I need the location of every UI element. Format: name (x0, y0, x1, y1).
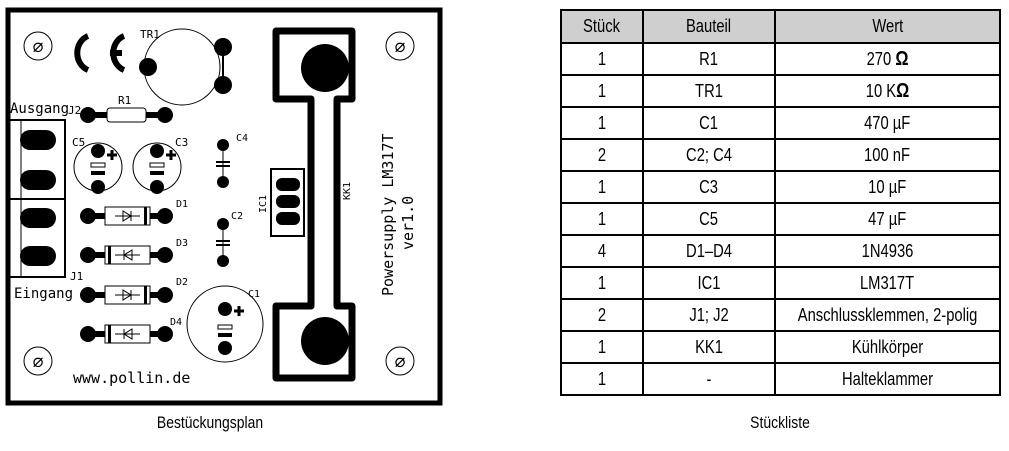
label-d4: D4 (170, 317, 182, 328)
label-c3: C3 (175, 136, 188, 149)
ohm-symbol: Ω (896, 79, 910, 102)
cell-part: IC1 (642, 266, 776, 300)
cell-part: C3 (642, 170, 776, 204)
cell-qty: 1 (560, 42, 644, 76)
cell-part: J1; J2 (642, 298, 776, 332)
cell-value: 10 µF (774, 170, 1001, 204)
mounting-hole-icon: ∅ (385, 346, 415, 376)
bom-caption: Stückliste (750, 413, 810, 432)
cell-qty: 1 (560, 330, 644, 364)
cell-qty: 2 (560, 298, 644, 332)
capacitor-icon: C2 (216, 211, 243, 267)
cell-part: - (642, 362, 776, 396)
cell-value: 100 nF (774, 138, 1001, 172)
label-j2: J2 (68, 104, 81, 117)
svg-text:∅: ∅ (395, 352, 406, 373)
cell-part: TR1 (642, 74, 776, 108)
label-d2: D2 (176, 277, 188, 288)
potentiometer-icon: TR1 (139, 28, 232, 106)
cell-qty: 2 (560, 138, 644, 172)
cell-value: Kühlkörper (774, 330, 1001, 364)
diode-icon: D2 (80, 277, 188, 305)
label-c2: C2 (231, 211, 243, 222)
cell-value: 10 KΩ (774, 74, 1001, 108)
svg-text:∅: ∅ (395, 37, 406, 58)
cell-value: 1N4936 (774, 234, 1001, 268)
cell-part: C1 (642, 106, 776, 140)
svg-text:∅: ∅ (33, 352, 44, 373)
cell-value: LM317T (774, 266, 1001, 300)
resistor-icon: R1 (80, 94, 173, 123)
board-version: ver1.0 (399, 196, 417, 250)
label-tr1: TR1 (140, 28, 160, 41)
header-part: Bauteil (642, 9, 776, 44)
diode-icon: D1 (80, 199, 188, 226)
cell-part: KK1 (642, 330, 776, 364)
header-qty: Stück (560, 9, 644, 44)
label-ausgang: Ausgang (10, 101, 69, 117)
terminal-block-icon (7, 198, 66, 278)
label-c1: C1 (248, 289, 260, 300)
cell-part: D1–D4 (642, 234, 776, 268)
terminal-block-icon (7, 119, 66, 200)
cell-qty: 1 (560, 362, 644, 396)
board-url: www.pollin.de (73, 369, 190, 387)
pcb-caption: Bestückungsplan (156, 413, 264, 432)
capacitor-icon: C5 (72, 136, 123, 194)
label-r1: R1 (118, 94, 131, 107)
capacitor-icon: C1 (186, 285, 264, 363)
cell-part: C5 (642, 202, 776, 236)
diode-icon: D4 (80, 317, 182, 344)
cell-value: Halteklammer (774, 362, 1001, 396)
cell-value: Anschlussklemmen, 2-polig (774, 298, 1001, 332)
label-j1: J1 (70, 270, 83, 283)
cell-part: R1 (642, 42, 776, 76)
cell-part: C2; C4 (642, 138, 776, 172)
heatsink-icon: KK1 (272, 27, 356, 382)
cell-qty: 4 (560, 234, 644, 268)
ohm-symbol: Ω (895, 47, 909, 70)
cell-qty: 1 (560, 106, 644, 140)
mounting-hole-icon: ∅ (23, 346, 53, 376)
svg-text:∅: ∅ (33, 37, 44, 58)
cell-qty: 1 (560, 202, 644, 236)
cell-value: 470 µF (774, 106, 1001, 140)
ce-mark-icon (74, 33, 126, 73)
diode-icon: D3 (80, 238, 188, 265)
label-kk1: KK1 (342, 182, 353, 200)
cell-qty: 1 (560, 170, 644, 204)
label-c4: C4 (236, 133, 248, 144)
cell-qty: 1 (560, 74, 644, 108)
cell-value: 47 µF (774, 202, 1001, 236)
mounting-hole-icon: ∅ (385, 31, 415, 61)
header-value: Wert (774, 9, 1001, 44)
label-c5: C5 (72, 136, 85, 149)
capacitor-icon: C3 (132, 136, 188, 194)
board-title: Powersupply LM317T (379, 133, 397, 296)
label-eingang: Eingang (14, 286, 73, 302)
table-header-row: Stück Bauteil Wert (560, 9, 1001, 44)
capacitor-icon: C4 (216, 133, 248, 188)
label-d3: D3 (176, 238, 188, 249)
label-ic1: IC1 (258, 195, 269, 213)
cell-value: 270 Ω (774, 42, 1001, 76)
mounting-hole-icon: ∅ (23, 31, 53, 61)
cell-qty: 1 (560, 266, 644, 300)
table-row: 1-Halteklammer (560, 362, 1001, 396)
ic-icon: IC1 (258, 168, 305, 237)
label-d1: D1 (176, 199, 188, 210)
pcb-layout-diagram: ∅ ∅ ∅ ∅ TR1 R1 Ausgang J2 (5, 7, 443, 406)
